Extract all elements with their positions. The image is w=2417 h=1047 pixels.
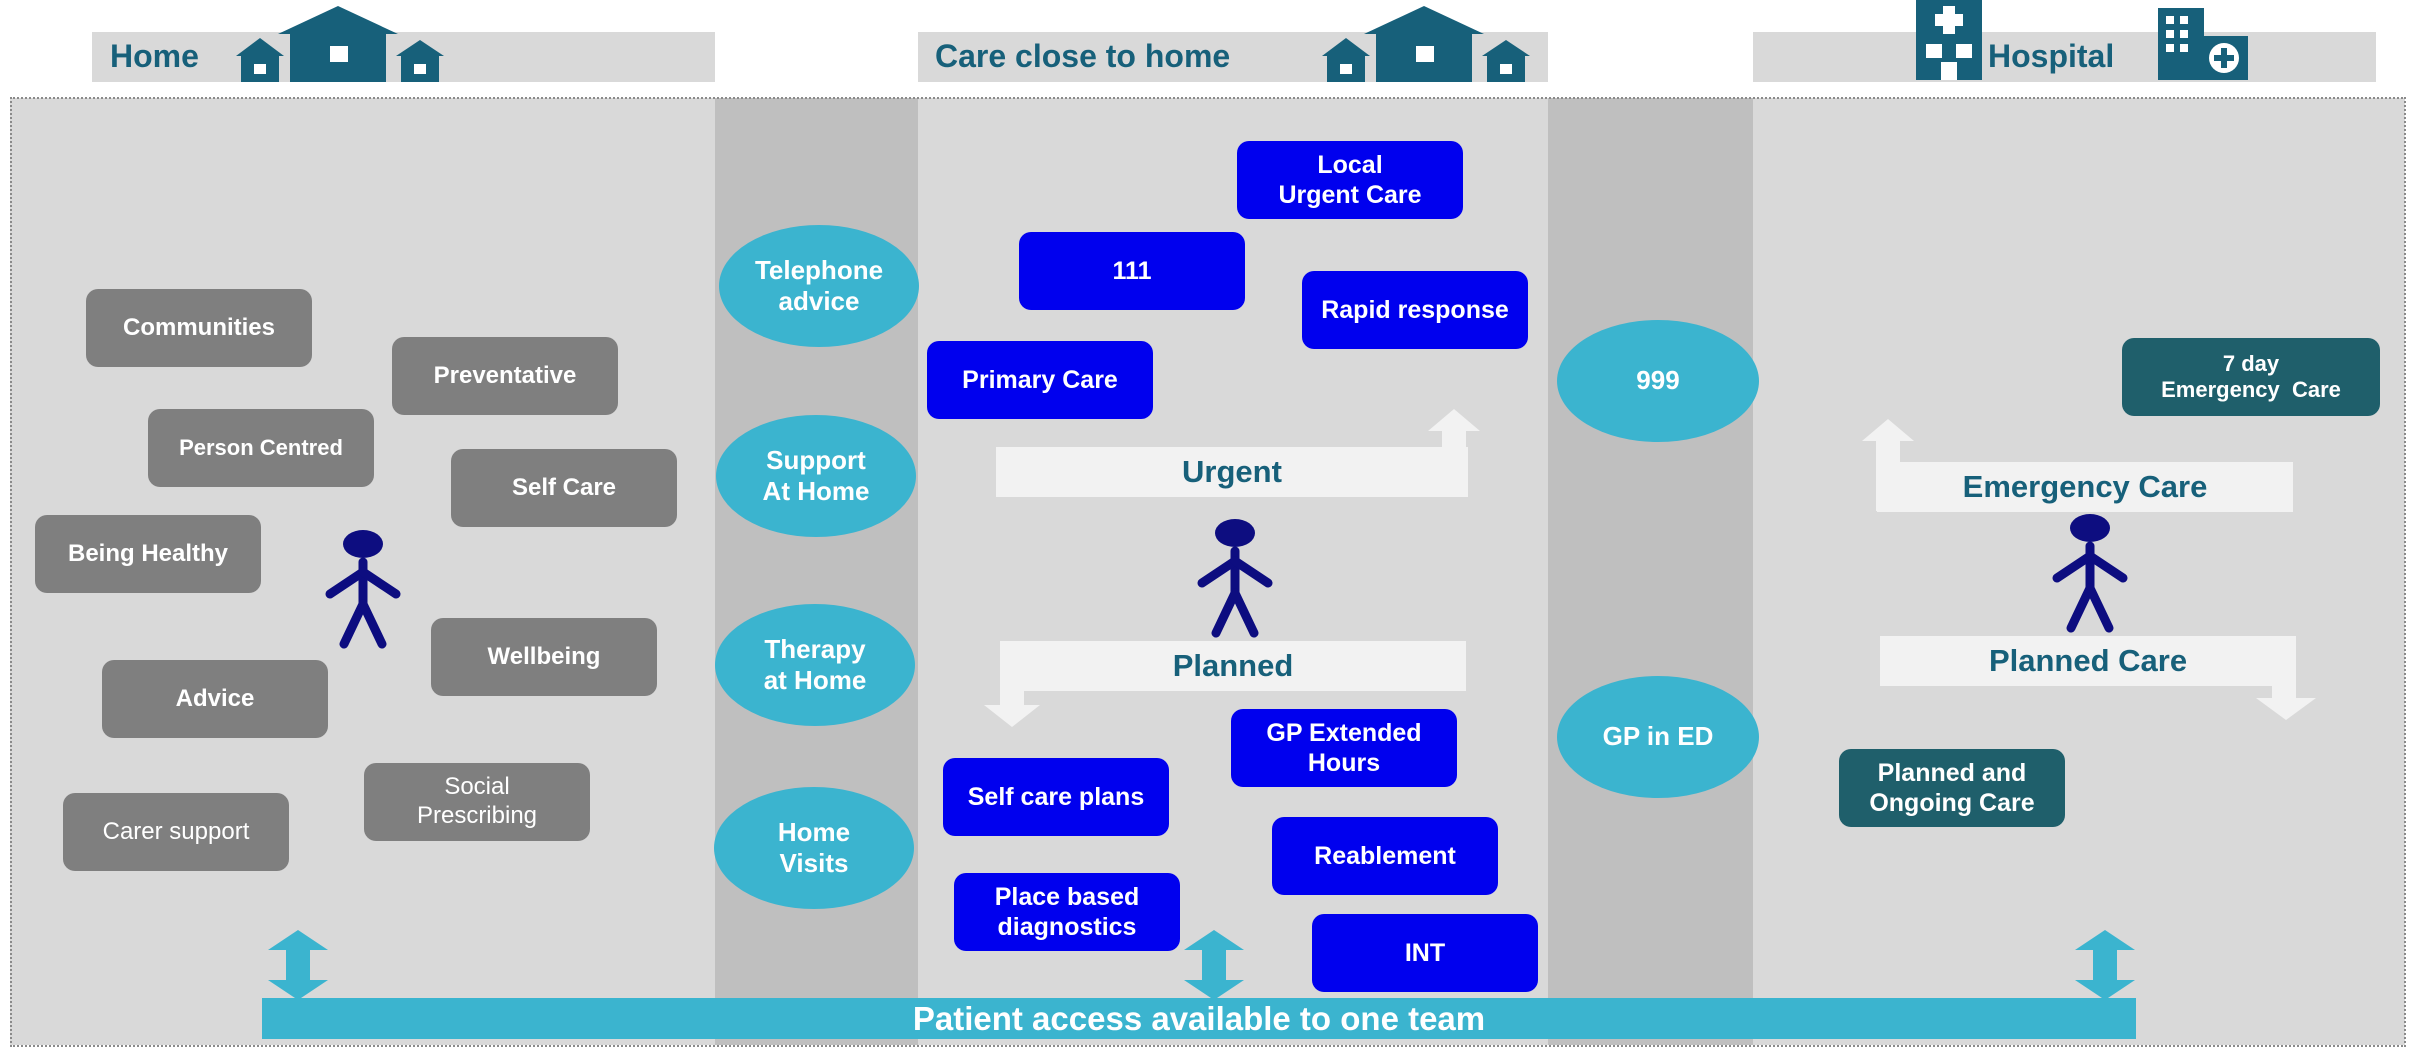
houses-icon [1322,6,1530,82]
seven-day-emergency-care-line2: Emergency Care [2161,377,2341,402]
primary-care-box: Primary Care [927,341,1153,419]
planned-flow-label: Planned [1000,641,1466,691]
social-prescribing-line1: Social [444,773,510,801]
planned-ongoing-care-box: Planned and Ongoing Care [1839,749,2065,827]
home-header-label: Home [110,38,199,74]
place-based-diagnostics-box: Place based diagnostics [954,873,1180,951]
support-at-home-circle: Support At Home [716,415,916,537]
telephone-advice-line2: advice [778,286,860,316]
preventative-box: Preventative [392,337,618,415]
home-access-double-arrow [268,930,328,1000]
planned-ongoing-care-line1: Planned and [1877,759,2027,787]
home-visits-line1: Home [777,816,851,847]
wellbeing-box: Wellbeing [431,618,657,696]
self-care-box: Self Care [451,449,677,527]
int-box: INT [1312,914,1538,992]
planned-ongoing-care-line2: Ongoing Care [1869,789,2035,817]
being-healthy-box: Being Healthy [35,515,261,593]
telephone-advice-circle: Telephone advice [719,225,919,347]
hospital-access-double-arrow [2075,930,2135,1000]
patient-access-bar: Patient access available to one team [262,998,2136,1039]
local-urgent-care-line2: Urgent Care [1278,181,1422,209]
local-urgent-care-box: Local Urgent Care [1237,141,1463,219]
nine-nine-nine-circle: 999 [1557,320,1759,442]
person-icon [1197,519,1273,638]
support-at-home-line2: At Home [762,476,870,506]
therapy-at-home-line2: at Home [763,665,867,695]
seven-day-emergency-care-line1: 7 day [2222,350,2280,376]
hospital-clinic-icon [2158,8,2248,80]
houses-icon [236,6,444,82]
care-close-header-label: Care close to home [935,38,1231,74]
emergency-care-flow-label: Emergency Care [1877,462,2293,512]
person-centred-box: Person Centred [148,409,374,487]
care-hospital-bridge-column [1548,98,1753,1045]
urgent-flow-label: Urgent [996,447,1468,497]
hospital-building-icon [1916,0,1982,80]
person-icon [2052,514,2128,633]
home-visits-line2: Visits [779,848,849,878]
place-based-diagnostics-line1: Place based [994,883,1140,911]
advice-box: Advice [102,660,328,738]
home-visits-circle: Home Visits [714,787,914,909]
hospital-column [1753,98,2405,1045]
gp-extended-hours-box: GP Extended Hours [1231,709,1457,787]
gp-extended-hours-line2: Hours [1307,749,1381,777]
social-prescribing-box: Social Prescribing [364,763,590,841]
social-prescribing-line2: Prescribing [416,802,538,829]
support-at-home-line1: Support [766,444,866,475]
hospital-header [1753,32,2376,82]
person-icon [325,530,401,649]
seven-day-emergency-care-box: 7 day Emergency Care [2122,338,2380,416]
reablement-box: Reablement [1272,817,1498,895]
therapy-at-home-line1: Therapy [764,633,866,664]
local-urgent-care-line1: Local [1317,151,1383,179]
carer-support-box: Carer support [63,793,289,871]
place-based-diagnostics-line2: diagnostics [997,913,1137,941]
planned-care-down-arrow [2256,636,2316,720]
gp-in-ed-circle: GP in ED [1557,676,1759,798]
rapid-response-box: Rapid response [1302,271,1528,349]
hospital-header-label: Hospital [1988,38,2115,74]
therapy-at-home-circle: Therapy at Home [715,604,915,726]
gp-extended-hours-line1: GP Extended [1266,719,1422,747]
telephone-advice-line1: Telephone [754,254,884,285]
communities-box: Communities [86,289,312,367]
self-care-plans-box: Self care plans [943,758,1169,836]
nhs-111-box: 111 [1019,232,1245,310]
planned-care-flow-label: Planned Care [1880,636,2296,686]
care-access-double-arrow [1184,930,1244,1000]
